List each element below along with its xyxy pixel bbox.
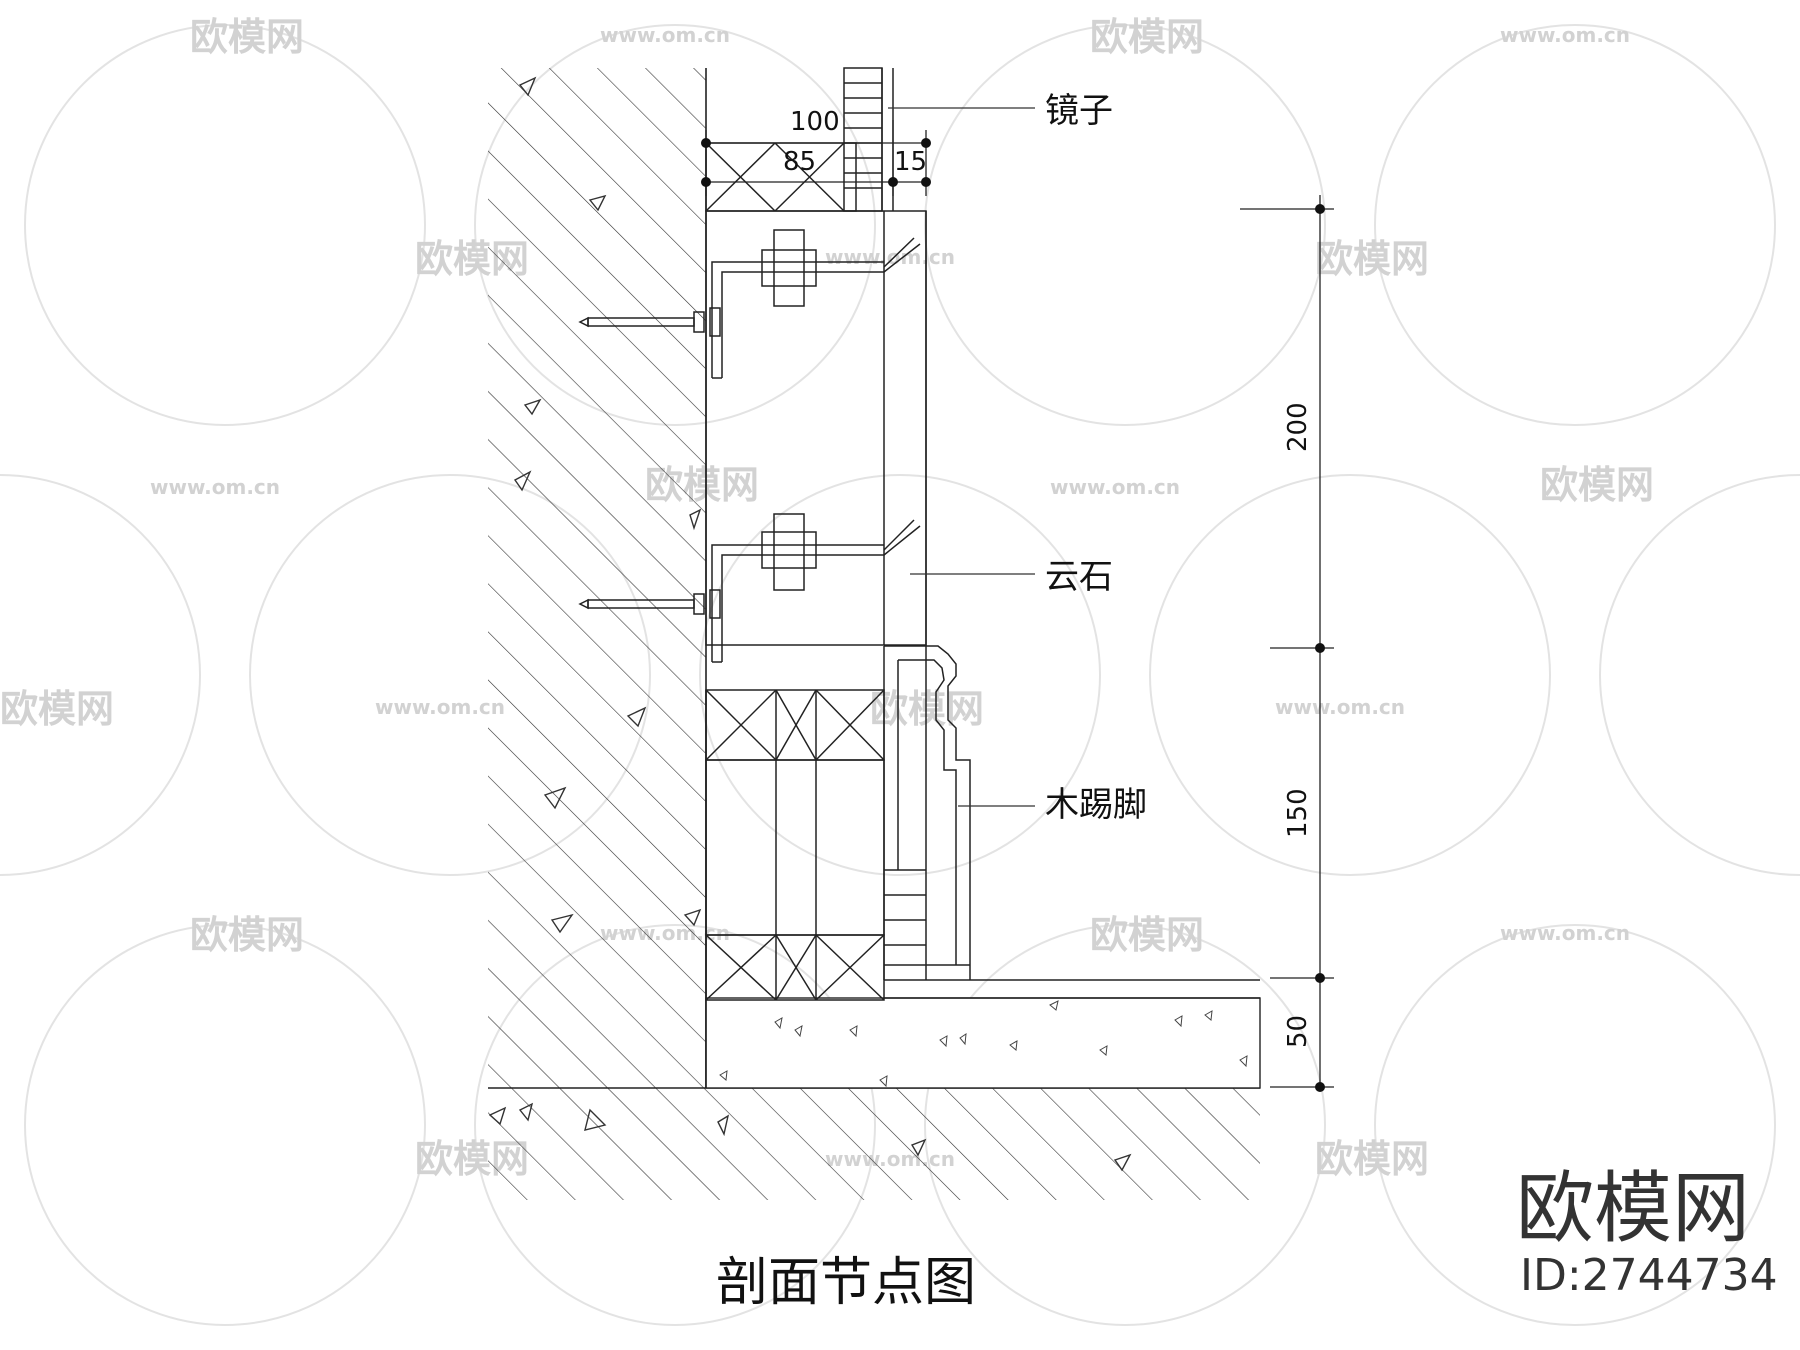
watermark-brand: 欧模网 [190,15,304,59]
watermark-brand: 欧模网 [870,687,984,731]
dimension-85: 85 [783,147,816,177]
watermark-brand: 欧模网 [0,687,114,731]
floor-screed [705,997,1261,1089]
dimension-15: 15 [894,147,927,177]
mirror-assembly [705,67,894,212]
dimension-150: 150 [1283,788,1313,838]
dimension-100: 100 [790,107,840,137]
watermark-brand: 欧模网 [1090,913,1204,957]
watermark-brand: 欧模网 [1315,237,1429,281]
watermark-url: www.om.cn [1500,921,1630,945]
dimension-50: 50 [1283,1015,1313,1048]
steel-bracket-lower [578,513,921,663]
watermark-url: www.om.cn [150,475,280,499]
brand-mark: 欧模网 ID:2744734 [1516,1164,1778,1301]
watermark-url: www.om.cn [1275,695,1405,719]
watermark-url: www.om.cn [375,695,505,719]
steel-bracket-upper [578,229,921,379]
right-dimensions [1240,195,1334,1092]
right-dimension-labels: 200 150 50 [1283,402,1313,1048]
wall-concrete [488,68,706,1088]
watermark-brand: 欧模网 [190,913,304,957]
label-skirting: 木踢脚 [1045,785,1147,825]
leader-lines [888,107,1035,807]
brand-logo-text: 欧模网 [1516,1164,1750,1254]
floor-structure [488,1088,1260,1200]
wood-skirting [883,645,971,980]
watermark-url: www.om.cn [1050,475,1180,499]
callout-labels: 镜子 云石 木踢脚 [1045,91,1147,825]
top-dimensions [701,120,931,196]
top-dimension-labels: 100 85 15 [783,107,927,177]
watermark-url: www.om.cn [600,23,730,47]
stone-panel [705,210,927,980]
label-stone: 云石 [1045,557,1113,597]
label-mirror: 镜子 [1045,91,1113,131]
watermark-brand: 欧模网 [1315,1137,1429,1181]
dimension-200: 200 [1283,402,1313,452]
watermark-url: www.om.cn [825,245,955,269]
watermark-brand: 欧模网 [1090,15,1204,59]
watermark-brand: 欧模网 [1540,463,1654,507]
brand-id: ID:2744734 [1520,1250,1778,1301]
drawing-title: 剖面节点图 [716,1253,976,1313]
watermark-url: www.om.cn [1500,23,1630,47]
